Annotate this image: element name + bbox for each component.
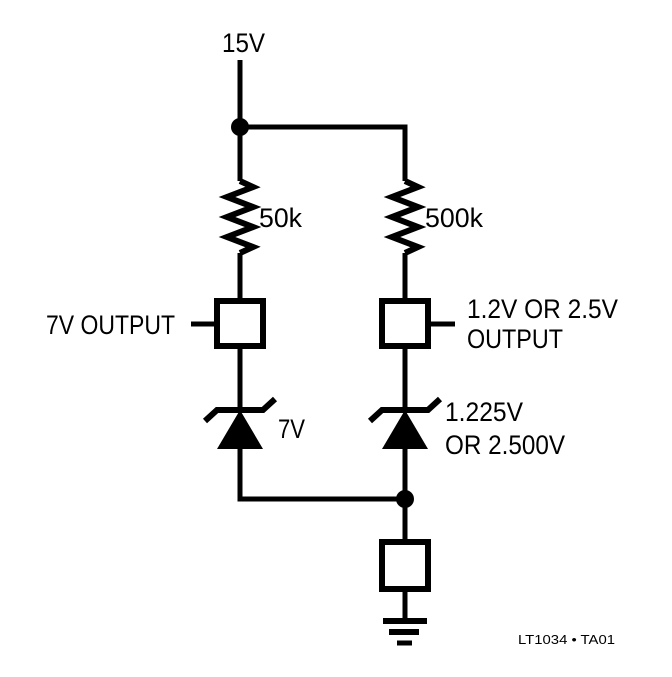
terminal-box-adj-output xyxy=(379,298,431,349)
terminal-box-7v-output xyxy=(214,298,266,349)
resistor-50k xyxy=(218,178,262,256)
supply-voltage-label: 15V xyxy=(222,28,265,58)
junction-dot-top xyxy=(231,118,249,136)
terminal-box-ground xyxy=(379,539,431,592)
footer-label: LT1034 • TA01 xyxy=(518,632,615,647)
junction-dot-bottom xyxy=(396,490,414,508)
zener-d1-label: 7V xyxy=(278,414,305,444)
bottom-rail-wire xyxy=(237,449,405,502)
resistor-500k-label: 500k xyxy=(425,203,483,233)
zener-d2-label-line2: OR 2.500V xyxy=(445,430,565,460)
output-7v-label: 7V OUTPUT xyxy=(46,310,175,340)
resistor-500k xyxy=(383,178,427,256)
zener-d1-anode-triangle xyxy=(217,410,263,449)
resistor-50k-label: 50k xyxy=(259,203,302,233)
ground-symbol xyxy=(383,618,427,646)
top-rail-wire xyxy=(240,124,408,181)
zener-d2-label-line1: 1.225V xyxy=(445,397,523,427)
output-adj-label-line2: OUTPUT xyxy=(467,324,563,354)
output-adj-label-line1: 1.2V OR 2.5V xyxy=(467,294,618,324)
zener-d2-anode-triangle xyxy=(382,410,428,449)
